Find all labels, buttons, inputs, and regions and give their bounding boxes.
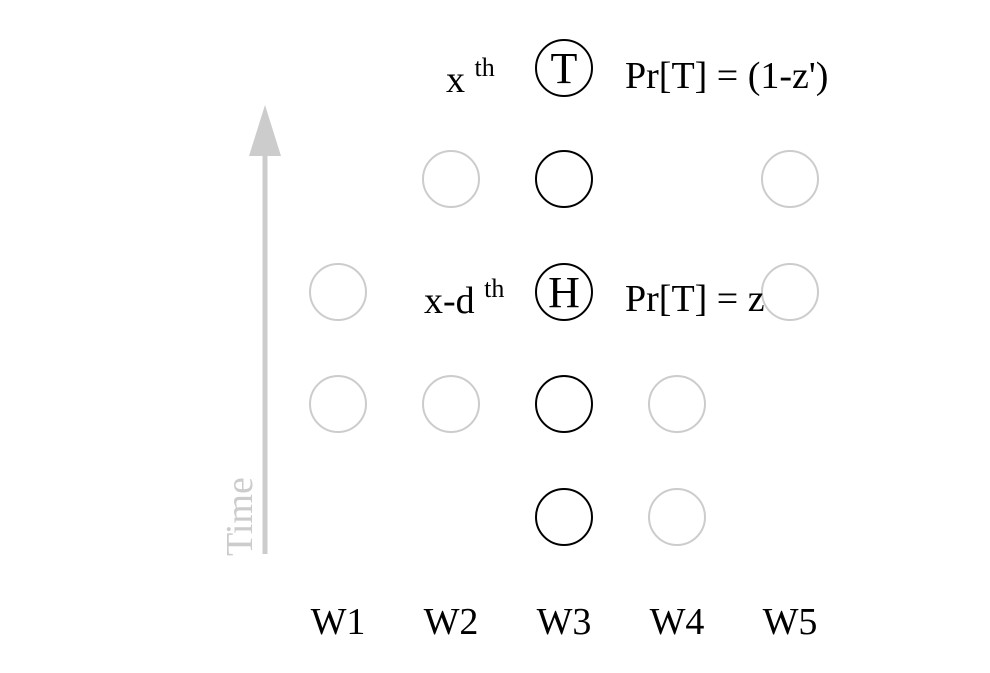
top-position-base: x	[446, 59, 465, 101]
node-circle	[422, 150, 480, 208]
mid-position-sup: th	[484, 274, 504, 303]
time-axis: Time	[219, 105, 281, 556]
node-letter: H	[548, 268, 580, 317]
node-w3-row2: H	[535, 263, 593, 321]
mid-position-label: x-d th	[424, 274, 504, 322]
node-circle	[535, 150, 593, 208]
top-probability-label: Pr[T] = (1-z')	[625, 55, 828, 97]
node-w5-row1	[761, 150, 819, 208]
worker-label-w2: W2	[424, 601, 479, 643]
node-w3-row4	[535, 488, 593, 546]
node-w4-row4	[648, 488, 706, 546]
node-circle	[761, 263, 819, 321]
node-circle	[535, 488, 593, 546]
nodes-layer: TH	[309, 39, 819, 546]
node-w2-row1	[422, 150, 480, 208]
node-w4-row3	[648, 375, 706, 433]
node-circle	[309, 263, 367, 321]
top-position-sup: th	[475, 53, 495, 82]
node-circle	[761, 150, 819, 208]
worker-label-w4: W4	[650, 601, 705, 643]
mid-position-base: x-d	[424, 280, 475, 322]
node-w5-row2	[761, 263, 819, 321]
node-w2-row3	[422, 375, 480, 433]
node-letter: T	[551, 44, 578, 93]
node-circle	[535, 39, 593, 97]
node-w3-row1	[535, 150, 593, 208]
node-w1-row3	[309, 375, 367, 433]
time-axis-label: Time	[219, 477, 261, 556]
node-circle	[535, 375, 593, 433]
node-w3-row0: T	[535, 39, 593, 97]
node-circle	[535, 263, 593, 321]
worker-labels: W1 W2 W3 W4 W5	[311, 601, 818, 643]
time-axis-arrowhead	[249, 105, 281, 156]
worker-label-w3: W3	[537, 601, 592, 643]
node-circle	[422, 375, 480, 433]
worker-label-w1: W1	[311, 601, 366, 643]
node-circle	[648, 375, 706, 433]
worker-label-w5: W5	[763, 601, 818, 643]
node-w1-row2	[309, 263, 367, 321]
node-circle	[648, 488, 706, 546]
annotations: x th Pr[T] = (1-z') x-d th Pr[T] = z	[424, 53, 828, 322]
top-position-label: x th	[446, 53, 495, 101]
node-w3-row3	[535, 375, 593, 433]
node-circle	[309, 375, 367, 433]
mid-probability-label: Pr[T] = z	[625, 278, 765, 320]
